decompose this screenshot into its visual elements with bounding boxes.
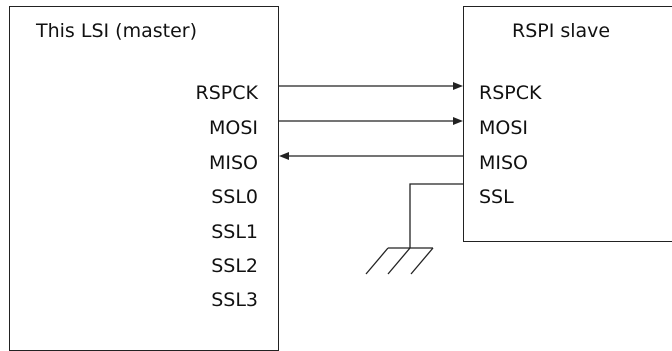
master-pin-miso: MISO xyxy=(208,152,258,174)
wire-ssl-ground xyxy=(409,183,463,248)
slave-pin-miso: MISO xyxy=(479,152,529,174)
slave-pin-ssl: SSL xyxy=(479,186,514,208)
master-pin-mosi: MOSI xyxy=(208,117,258,139)
master-pin-rspck: RSPCK xyxy=(195,82,258,104)
ground-hatch-1 xyxy=(365,247,389,275)
master-pin-ssl2: SSL2 xyxy=(211,255,258,277)
ground-hatch-2 xyxy=(387,247,411,275)
slave-pin-mosi: MOSI xyxy=(479,117,529,139)
master-device-block: This LSI (master) RSPCK MOSI MISO SSL0 S… xyxy=(9,6,279,351)
rspi-connection-diagram: This LSI (master) RSPCK MOSI MISO SSL0 S… xyxy=(9,6,672,351)
ground-hatch-3 xyxy=(410,247,434,275)
slave-title: RSPI slave xyxy=(512,20,611,42)
arrowhead-rspck xyxy=(453,82,463,90)
wiring-layer xyxy=(279,82,463,275)
master-title: This LSI (master) xyxy=(36,20,197,42)
slave-pin-rspck: RSPCK xyxy=(479,82,542,104)
arrowhead-miso xyxy=(279,152,289,160)
slave-device-block: RSPI slave RSPCK MOSI MISO SSL xyxy=(463,6,672,242)
master-pin-ssl3: SSL3 xyxy=(211,289,258,311)
master-pin-ssl1: SSL1 xyxy=(211,221,258,243)
arrowhead-mosi xyxy=(453,117,463,125)
master-pin-ssl0: SSL0 xyxy=(211,186,258,208)
